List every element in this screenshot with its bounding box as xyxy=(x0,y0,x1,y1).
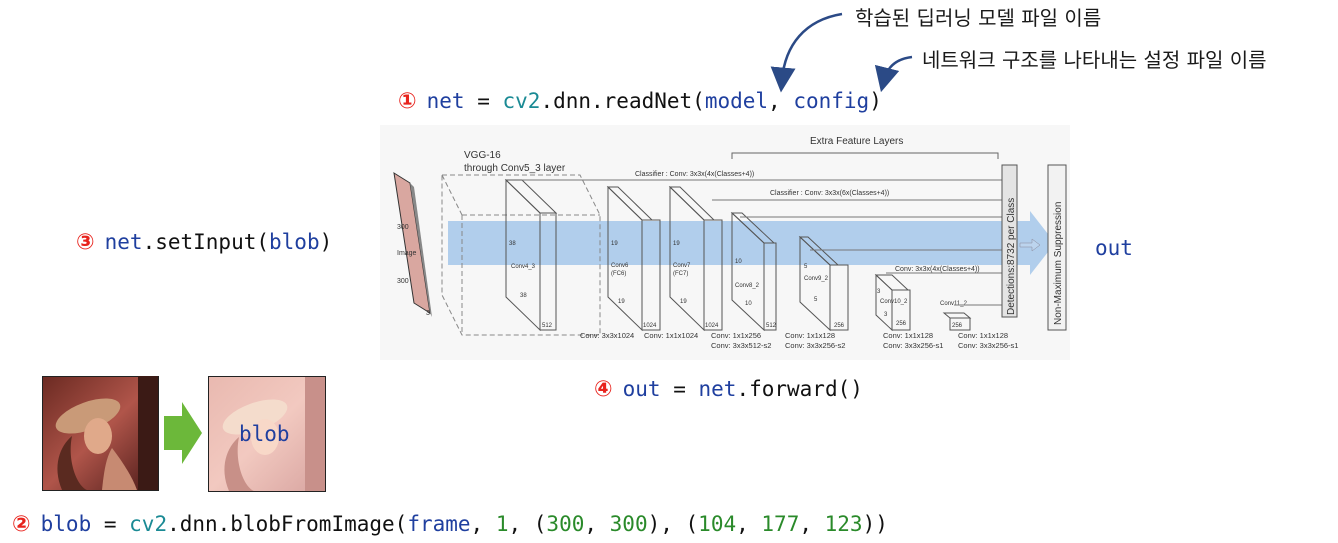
svg-text:19: 19 xyxy=(673,241,680,247)
blob-label: blob xyxy=(239,422,290,446)
conv4-3-block: 38 Conv4_3 38 512 xyxy=(504,178,558,332)
svg-text:Non-Maximum Suppression: Non-Maximum Suppression xyxy=(1053,202,1064,325)
svg-text:Extra Feature Layers: Extra Feature Layers xyxy=(810,136,903,147)
svg-text:Conv8_2: Conv8_2 xyxy=(735,283,760,289)
svg-text:38: 38 xyxy=(509,241,516,247)
svg-text:512: 512 xyxy=(766,323,777,329)
svg-text:300: 300 xyxy=(397,278,409,285)
fc7-block: 19 Conv7 (FC7) 19 1024 xyxy=(668,185,723,332)
output-label: out xyxy=(1095,236,1133,260)
svg-text:10: 10 xyxy=(735,259,742,265)
nms-box: Non-Maximum Suppression xyxy=(1047,164,1067,331)
svg-text:Conv: 3x3x1024: Conv: 3x3x1024 xyxy=(580,331,634,340)
svg-text:Conv: 1x1x256: Conv: 1x1x256 xyxy=(711,331,761,340)
svg-text:5: 5 xyxy=(804,264,808,270)
svg-text:(FC6): (FC6) xyxy=(611,271,626,277)
extra-feature-bracket: Extra Feature Layers xyxy=(731,136,999,159)
svg-text:19: 19 xyxy=(611,241,618,247)
svg-text:Conv: 3x3x256-s1: Conv: 3x3x256-s1 xyxy=(958,341,1018,350)
svg-text:5: 5 xyxy=(814,297,818,303)
classifier-lines xyxy=(522,179,1005,306)
svg-text:Conv4_3: Conv4_3 xyxy=(511,264,536,270)
svg-text:19: 19 xyxy=(680,299,687,305)
step1-number: ① xyxy=(398,89,417,114)
svg-text:256: 256 xyxy=(952,323,963,329)
svg-text:Conv: 1x1x128: Conv: 1x1x128 xyxy=(883,331,933,340)
svg-text:Conv: 1x1x128: Conv: 1x1x128 xyxy=(785,331,835,340)
svg-text:Detections:8732 per Class: Detections:8732 per Class xyxy=(1006,198,1017,315)
svg-text:Conv: 3x3x256-s2: Conv: 3x3x256-s2 xyxy=(785,341,845,350)
step2-number: ② xyxy=(12,512,31,537)
conv9-2-block: 5 Conv9_2 5 256 xyxy=(798,235,849,332)
svg-text:300: 300 xyxy=(397,224,409,231)
detections-box: Detections:8732 per Class xyxy=(1001,164,1018,318)
input-photo xyxy=(42,376,159,491)
model-arrow xyxy=(770,12,843,93)
conv10-2-block: 3 Conv10_2 3 256 xyxy=(874,273,911,332)
svg-text:Conv7: Conv7 xyxy=(673,263,691,269)
svg-text:Conv: 3x3x512-s2: Conv: 3x3x512-s2 xyxy=(711,341,771,350)
svg-text:through Conv5_3 layer: through Conv5_3 layer xyxy=(464,163,566,174)
input-image-block: 300 Image 300 3 xyxy=(393,171,432,317)
classifier-label-3: Conv: 3x3x(4x(Classes+4)) xyxy=(895,266,980,273)
svg-text:(FC7): (FC7) xyxy=(673,271,688,277)
step3-number: ③ xyxy=(76,230,95,255)
svg-text:VGG-16: VGG-16 xyxy=(464,150,501,161)
ssd-network-diagram: 300 Image 300 3 VGG-16 through Conv5_3 l… xyxy=(380,125,1070,360)
conv11-2-block: Conv11_2 256 xyxy=(940,301,972,331)
classifier-label-1: Classifier : Conv: 3x3x(4x(Classes+4)) xyxy=(635,171,754,178)
blob-photo xyxy=(209,377,325,491)
svg-text:Conv6: Conv6 xyxy=(611,263,629,269)
blob-image: blob xyxy=(208,376,326,492)
svg-text:3: 3 xyxy=(884,312,888,318)
svg-text:1024: 1024 xyxy=(705,323,719,329)
classifier-label-2: Classifier : Conv: 3x3x(6x(Classes+4)) xyxy=(770,190,889,197)
svg-text:Conv: 3x3x256-s1: Conv: 3x3x256-s1 xyxy=(883,341,943,350)
svg-text:Image: Image xyxy=(397,250,417,257)
step4-number: ④ xyxy=(594,377,613,402)
config-file-annotation: 네트워크 구조를 나타내는 설정 파일 이름 xyxy=(922,48,1267,72)
svg-text:Conv: 1x1x128: Conv: 1x1x128 xyxy=(958,331,1008,340)
conv8-2-block: 10 Conv8_2 10 512 xyxy=(730,211,777,332)
fc6-block: 19 Conv6 (FC6) 19 1024 xyxy=(606,185,661,332)
svg-text:Conv10_2: Conv10_2 xyxy=(880,299,908,305)
svg-text:3: 3 xyxy=(877,289,881,295)
config-arrow xyxy=(874,55,913,93)
svg-text:256: 256 xyxy=(834,323,845,329)
svg-text:38: 38 xyxy=(520,293,527,299)
svg-text:1024: 1024 xyxy=(643,323,657,329)
svg-text:3: 3 xyxy=(426,310,430,317)
svg-text:Conv9_2: Conv9_2 xyxy=(804,276,829,282)
svg-text:512: 512 xyxy=(542,323,553,329)
svg-text:256: 256 xyxy=(896,321,907,327)
vgg-block: VGG-16 through Conv5_3 layer xyxy=(441,150,601,336)
svg-text:10: 10 xyxy=(745,301,752,307)
model-file-annotation: 학습된 딥러닝 모델 파일 이름 xyxy=(855,6,1102,30)
svg-text:Conv11_2: Conv11_2 xyxy=(940,301,968,307)
convert-arrow-icon xyxy=(164,402,202,464)
svg-text:19: 19 xyxy=(618,299,625,305)
svg-text:Conv: 1x1x1024: Conv: 1x1x1024 xyxy=(644,331,698,340)
